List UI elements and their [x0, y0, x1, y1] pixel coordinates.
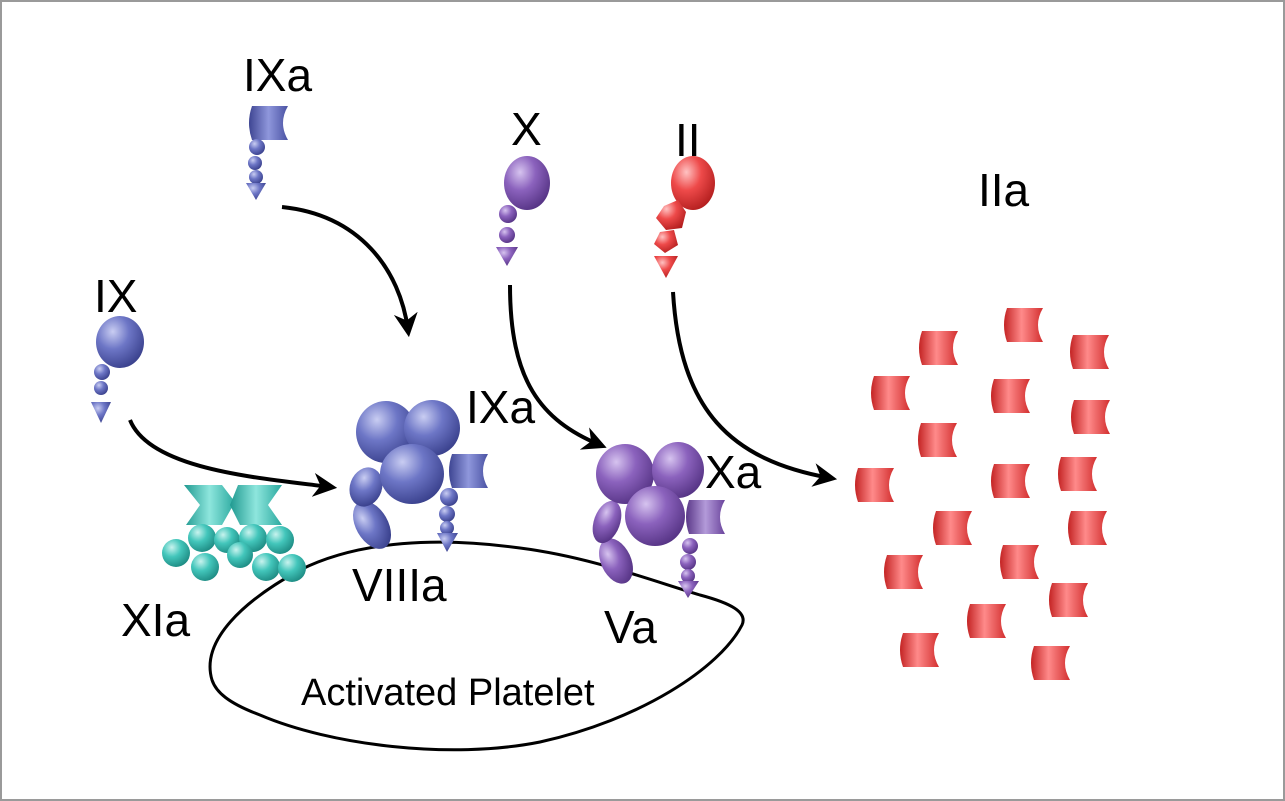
arrow-ii-to-iia [671, 291, 838, 487]
label-ixa-mid: IXa [466, 381, 535, 433]
thrombin-molecule [991, 379, 1030, 413]
label-activated-platelet: Activated Platelet [301, 672, 595, 714]
label-va: Va [604, 601, 657, 653]
thrombin-molecule [1004, 308, 1043, 342]
thrombin-molecule [884, 555, 923, 589]
thrombin-molecule [1071, 400, 1110, 434]
factor-x-molecule [496, 156, 550, 266]
prothrombinase-complex [592, 442, 725, 598]
thrombin-molecule [933, 511, 972, 545]
factor-ixa-top-molecule [246, 106, 288, 200]
thrombin-molecule [1031, 646, 1070, 680]
label-xa: Xa [705, 446, 762, 498]
label-xia: XIa [121, 594, 190, 646]
label-ixa-top: IXa [243, 49, 312, 101]
thrombin-molecule [919, 331, 958, 365]
thrombin-molecule [871, 376, 910, 410]
label-ii: II [675, 114, 701, 166]
thrombin-molecule [855, 468, 894, 502]
thrombin-molecule [1070, 335, 1109, 369]
tenase-complex [349, 400, 488, 552]
arrow-ixa-to-complex [281, 205, 418, 338]
arrow-x-to-prothrombinase [508, 284, 607, 450]
label-viiia: VIIIa [352, 559, 447, 611]
thrombin-cluster [855, 308, 1110, 680]
label-iia: IIa [978, 164, 1030, 216]
arrow-ix-to-complex [128, 419, 338, 497]
factor-ii-molecule [654, 156, 715, 278]
thrombin-molecule [1068, 511, 1107, 545]
label-x: X [511, 103, 542, 155]
thrombin-molecule [967, 604, 1006, 638]
activated-platelet-outline [208, 540, 745, 752]
label-ix: IX [94, 270, 137, 322]
thrombin-molecule [1058, 457, 1097, 491]
thrombin-molecule [1000, 545, 1039, 579]
factor-xia-molecule [162, 485, 306, 582]
thrombin-molecule [900, 633, 939, 667]
factor-ix-molecule [91, 316, 144, 423]
reaction-arrows [128, 205, 838, 497]
thrombin-molecule [991, 464, 1030, 498]
thrombin-molecule [918, 423, 957, 457]
thrombin-molecule [1049, 583, 1088, 617]
